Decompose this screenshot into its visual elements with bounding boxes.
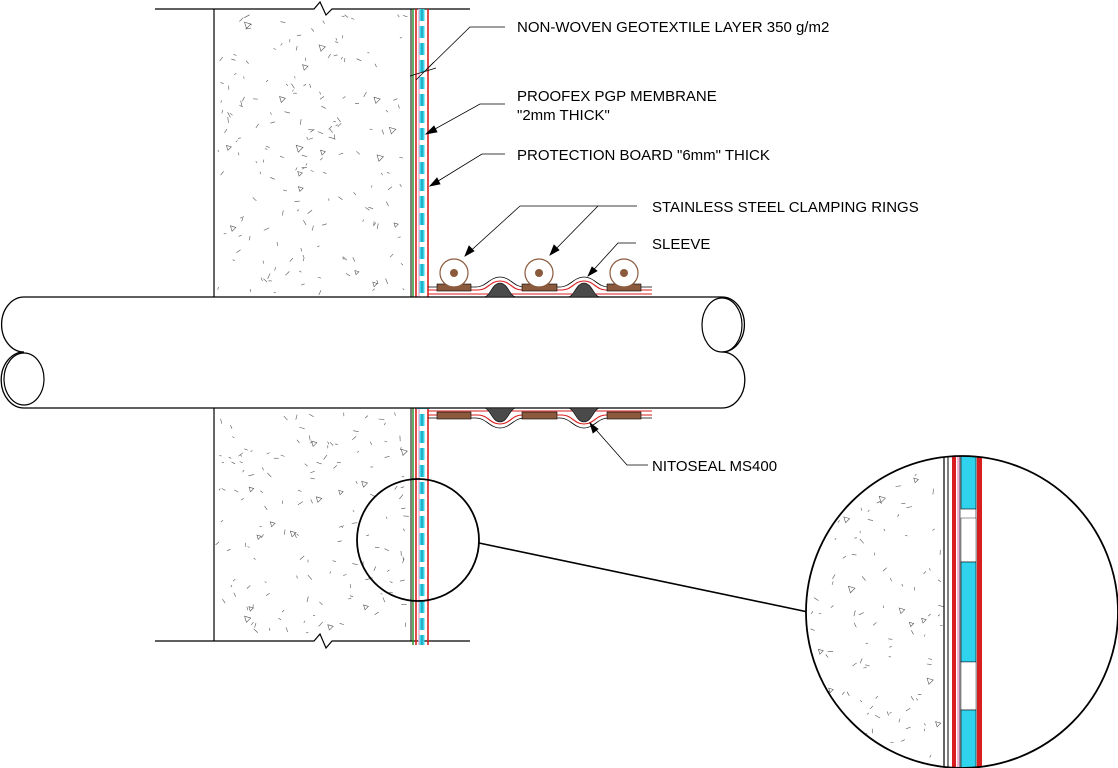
callout-labels: NON-WOVEN GEOTEXTILE LAYER 350 g/m2 PROO… xyxy=(517,19,919,475)
label-membrane-line1: PROOFEX PGP MEMBRANE xyxy=(517,88,717,105)
label-geotextile: NON-WOVEN GEOTEXTILE LAYER 350 g/m2 xyxy=(517,19,829,36)
label-protection-board: PROTECTION BOARD "6mm" THICK xyxy=(517,147,770,164)
concrete-wall-lower xyxy=(155,408,470,650)
enlarged-detail xyxy=(805,455,1118,768)
waterproofing-layers-upper xyxy=(412,9,429,297)
label-membrane-line2: "2mm THICK" xyxy=(517,107,610,124)
leader-lines xyxy=(409,26,648,466)
label-sleeve: SLEEVE xyxy=(652,236,710,253)
concrete-hatch-lower xyxy=(215,412,409,634)
waterproofing-layers-lower xyxy=(412,407,430,645)
sealant-top xyxy=(483,282,601,298)
detail-callout-source xyxy=(356,478,809,613)
label-clamping-rings: STAINLESS STEEL CLAMPING RINGS xyxy=(652,199,919,216)
sealant-bottom xyxy=(483,407,601,423)
clamping-bands-bottom xyxy=(436,411,642,420)
clamping-rings-top xyxy=(436,258,642,292)
label-nitoseal: NITOSEAL MS400 xyxy=(652,458,777,475)
concrete-hatch-upper xyxy=(217,14,408,296)
concrete-wall-upper xyxy=(155,0,470,297)
pipe xyxy=(0,296,746,409)
